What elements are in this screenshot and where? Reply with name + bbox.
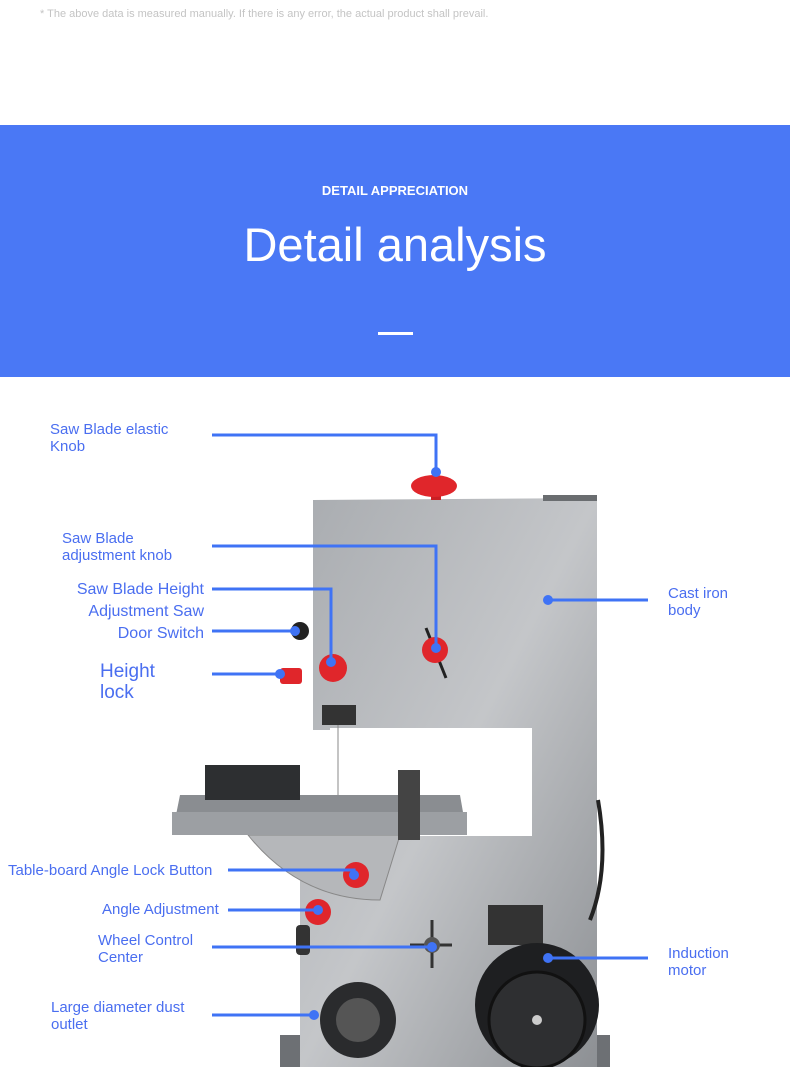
section-kicker: DETAIL APPRECIATION	[321, 183, 469, 198]
label-line: adjustment knob	[62, 547, 173, 564]
band-saw-illustration	[172, 433, 648, 1067]
label-angle-adjustment: Angle Adjustment	[102, 901, 219, 918]
label-line: Wheel Control	[98, 932, 194, 949]
label-line: Saw Blade Height	[76, 581, 204, 598]
label-line: Center	[98, 949, 144, 966]
label-height-lock: Height lock	[100, 661, 155, 703]
label-adjustment-knob: Saw Blade adjustment knob	[62, 530, 172, 564]
label-line: Knob	[50, 438, 86, 455]
label-elastic-knob: Saw Blade elastic Knob	[50, 421, 168, 455]
label-line: Adjustment Saw	[88, 603, 204, 620]
label-wheel-control: Wheel Control Center	[98, 932, 193, 966]
label-line: body	[668, 602, 701, 619]
label-line: lock	[100, 682, 134, 703]
label-line: outlet	[51, 1016, 88, 1033]
label-dust-outlet: Large diameter dust outlet	[51, 999, 184, 1033]
label-cast-iron-body: Cast iron body	[668, 585, 728, 619]
section-banner: DETAIL APPRECIATION Detail analysis	[0, 125, 790, 377]
label-line: Door Switch	[117, 625, 204, 642]
elastic-knob	[411, 475, 457, 497]
label-line: Saw Blade	[62, 530, 134, 547]
label-height-adjustment: Saw Blade Height Adjustment Saw Door Swi…	[77, 579, 204, 645]
title-divider	[378, 332, 413, 335]
label-angle-lock: Table-board Angle Lock Button	[8, 862, 213, 879]
section-title: Detail analysis	[243, 218, 547, 271]
label-line: Large diameter dust	[51, 999, 185, 1016]
label-line: Cast iron	[668, 585, 729, 602]
label-line: Saw Blade elastic	[50, 421, 169, 438]
label-induction-motor: Induction motor	[668, 945, 729, 979]
label-line: Height	[100, 661, 155, 682]
label-line: motor	[668, 962, 707, 979]
disclaimer-note: * The above data is measured manually. I…	[40, 8, 489, 20]
label-line: Induction	[668, 945, 729, 962]
leader-dots	[275, 467, 553, 1020]
